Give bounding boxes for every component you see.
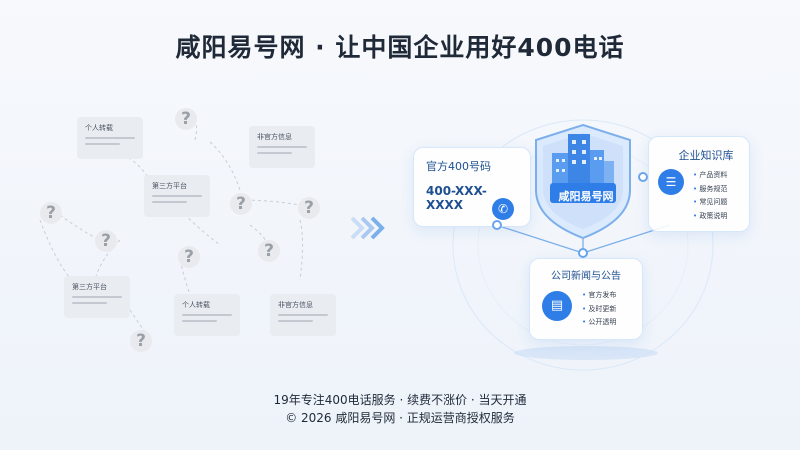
official-number-label: 官方400号码 — [426, 160, 491, 173]
list-item: 及时更新 — [582, 303, 616, 317]
knowledge-base-card: 企业知识库 ☰ 产品资料 服务规范 常见问题 政策说明 — [648, 136, 750, 232]
official-number-card: 官方400号码 400-XXX-XXXX ✆ — [413, 147, 531, 227]
question-mark-icon: ? — [298, 197, 320, 219]
list-item: 政策说明 — [693, 210, 727, 224]
question-mark-icon: ? — [178, 246, 200, 268]
list-item: 服务规范 — [693, 183, 727, 197]
footer: 19年专注400电话服务 · 续费不涨价 · 当天开通 © 2026 咸阳易号网… — [0, 391, 800, 427]
source-card: 第三方平台 — [64, 276, 130, 318]
footer-line-2: © 2026 咸阳易号网 · 正规运营商授权服务 — [285, 411, 515, 425]
book-icon: ☰ — [658, 169, 684, 195]
connector-node — [492, 220, 502, 230]
list-item: 产品资料 — [693, 169, 727, 183]
question-mark-icon: ? — [130, 330, 152, 352]
question-mark-icon: ? — [258, 240, 280, 262]
news-announcement-card: 公司新闻与公告 ▤ 官方发布 及时更新 公开透明 — [529, 258, 643, 340]
shield-brand-label: 咸阳易号网 — [558, 190, 614, 203]
source-card: 非官方信息 — [249, 126, 315, 168]
official-channels-area: 咸阳易号网 官方400号码 400-XXX-XXXX ✆ 企业知识库 ☰ 产品资… — [400, 95, 800, 375]
footer-line-1: 19年专注400电话服务 · 续费不涨价 · 当天开通 — [273, 393, 527, 407]
knowledge-base-title: 企业知识库 — [678, 149, 734, 162]
list-item: 官方发布 — [582, 289, 616, 303]
chevron-right-icon — [348, 214, 388, 246]
phone-icon: ✆ — [492, 198, 514, 220]
official-number-value: 400-XXX-XXXX — [426, 184, 487, 212]
list-item: 公开透明 — [582, 316, 616, 330]
knowledge-base-list: 产品资料 服务规范 常见问题 政策说明 — [693, 169, 727, 223]
source-card: 个人转载 — [174, 294, 240, 336]
source-card: 个人转载 — [77, 117, 143, 159]
connection-lines — [452, 119, 714, 371]
list-item: 常见问题 — [693, 196, 727, 210]
news-announcement-title: 公司新闻与公告 — [551, 271, 621, 282]
question-mark-icon: ? — [40, 202, 62, 224]
question-mark-icon: ? — [175, 108, 197, 130]
scattered-sources-area: 个人转载 非官方信息 第三方平台 第三方平台 个人转载 非官方信息 ? ? ? … — [0, 80, 360, 380]
connector-node — [638, 172, 648, 182]
source-card: 非官方信息 — [270, 294, 336, 336]
page-title: 咸阳易号网 · 让中国企业用好400电话 — [175, 33, 625, 62]
document-icon: ▤ — [542, 291, 572, 321]
question-mark-icon: ? — [230, 193, 252, 215]
source-card: 第三方平台 — [144, 175, 210, 217]
news-list: 官方发布 及时更新 公开透明 — [582, 289, 616, 330]
connector-node — [578, 248, 588, 258]
question-mark-icon: ? — [95, 230, 117, 252]
